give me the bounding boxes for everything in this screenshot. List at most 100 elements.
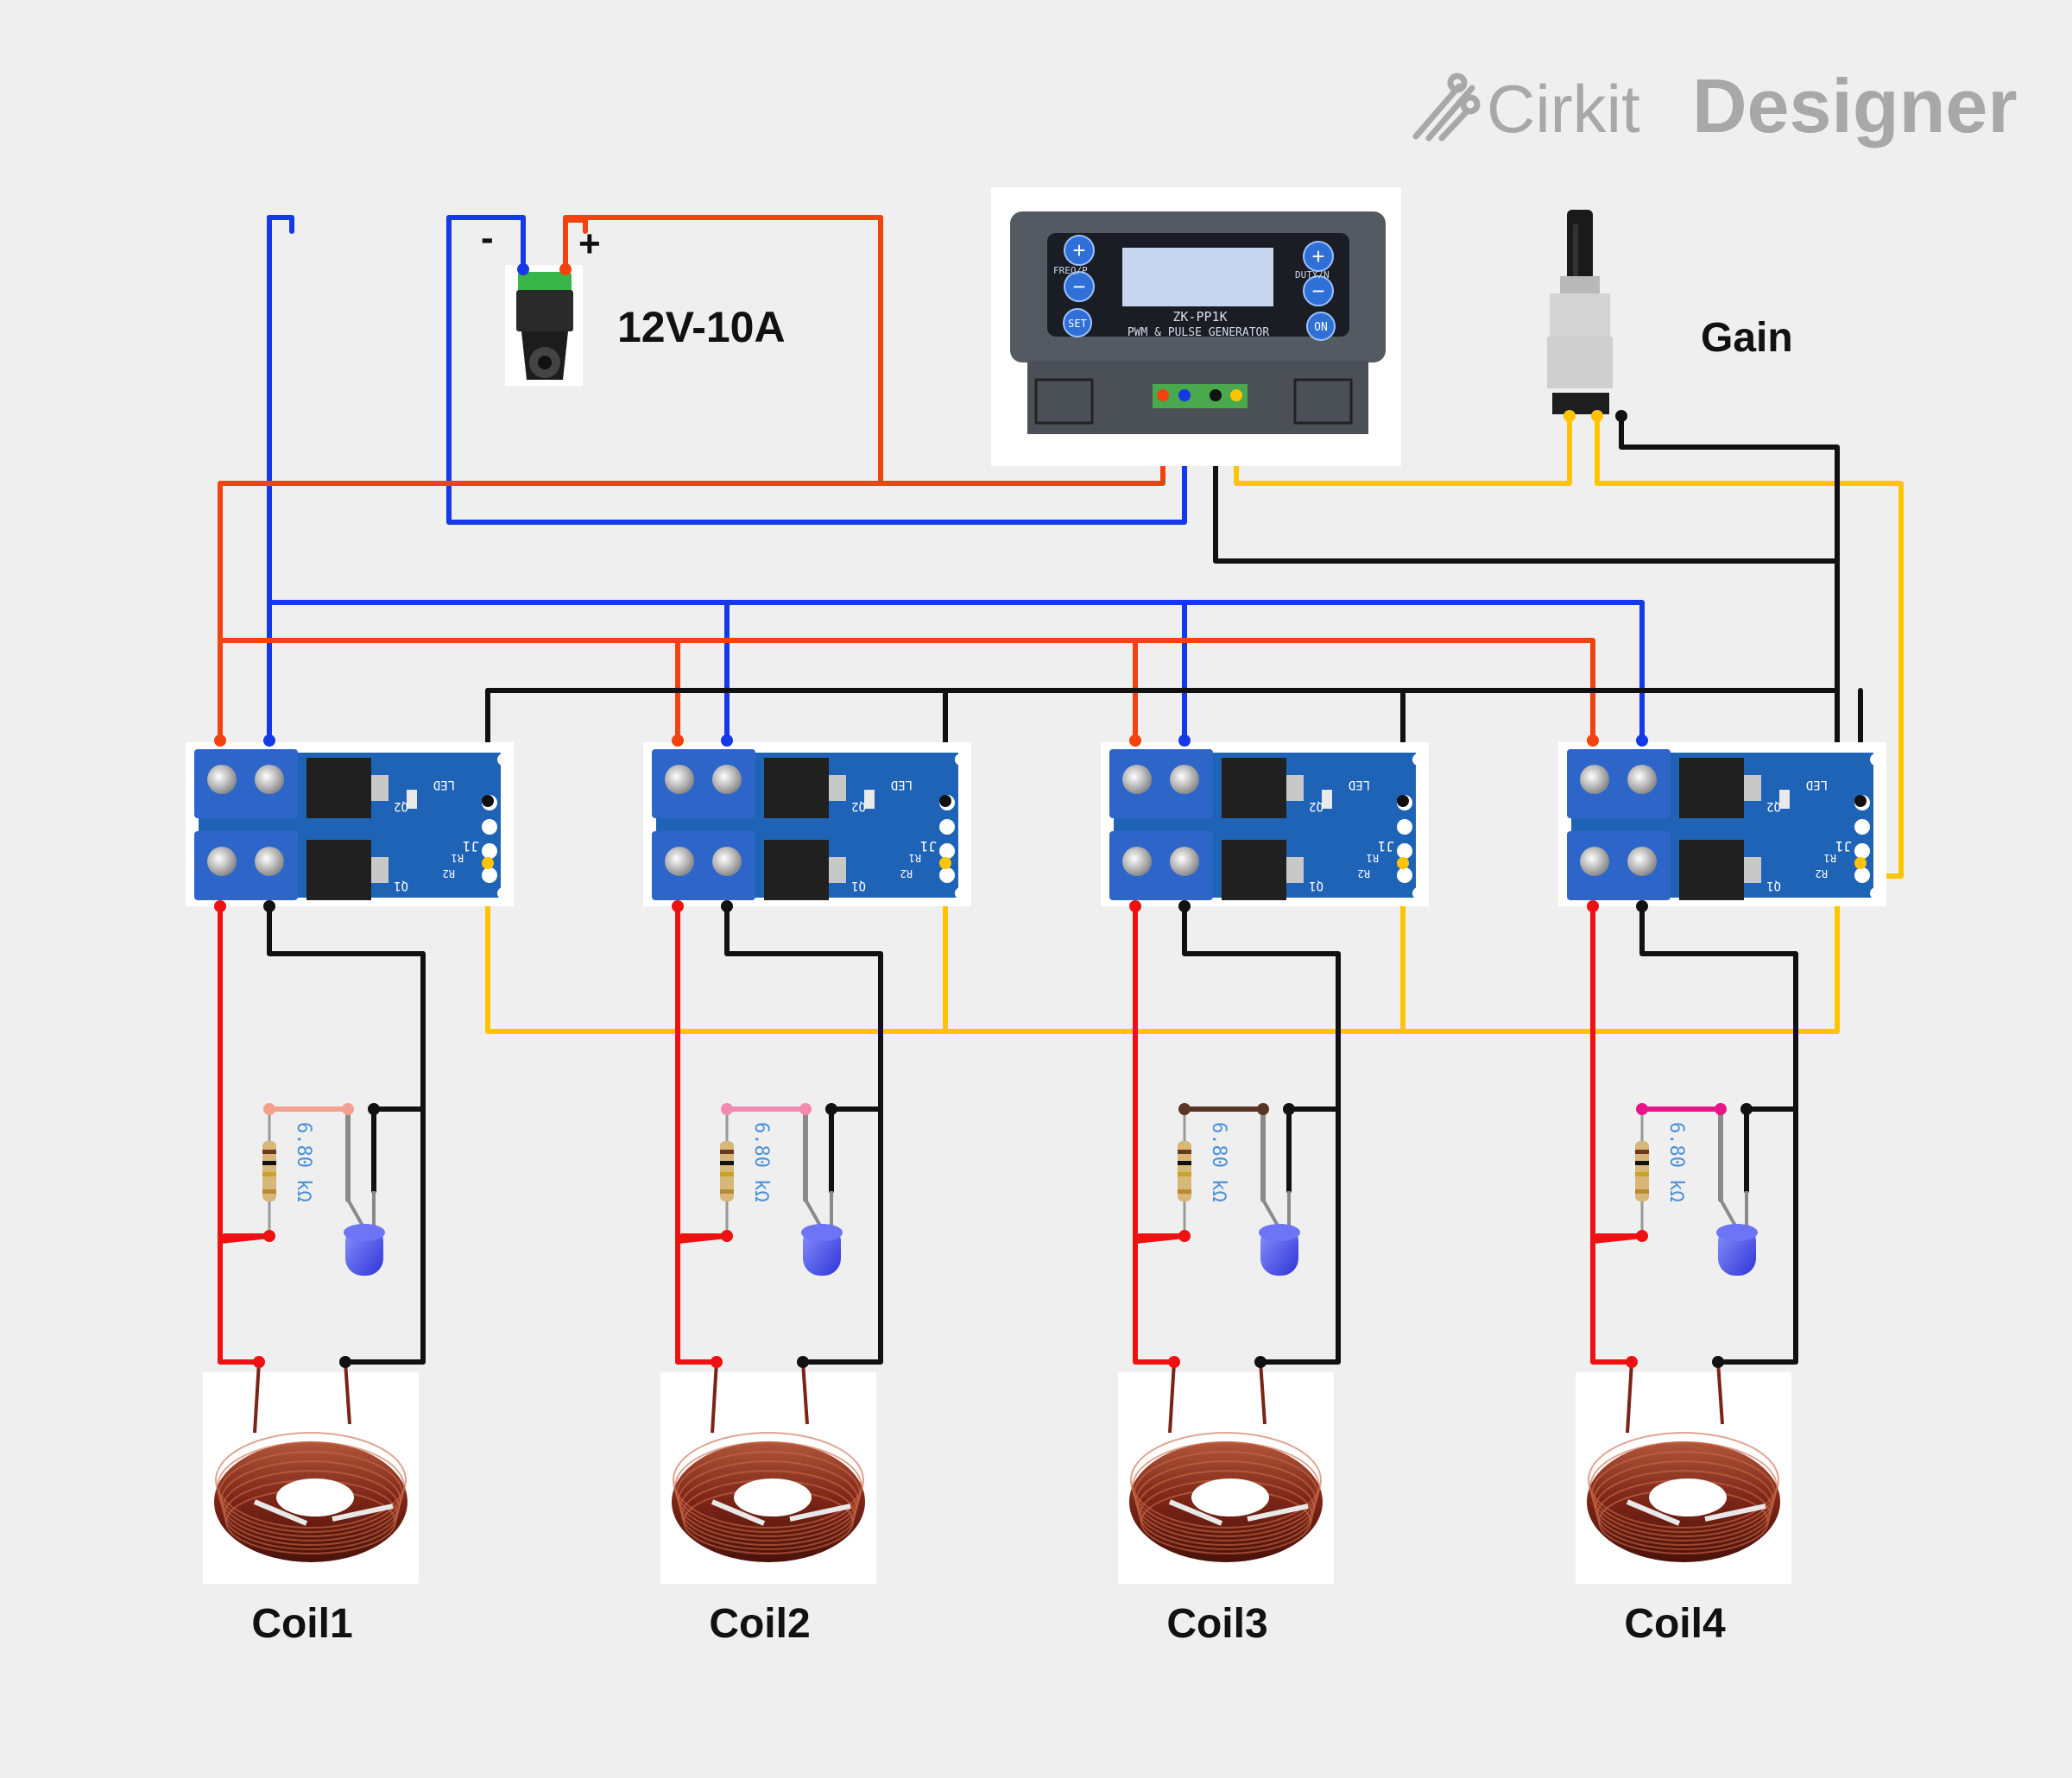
dc-power-jack[interactable]: 12V-10A - + — [481, 217, 786, 386]
led-label: LED — [891, 778, 913, 791]
resistor[interactable]: 6.80 kΩ — [262, 1109, 314, 1236]
mosfet-tab — [1744, 775, 1761, 801]
led-rim — [1716, 1224, 1758, 1241]
header-pin[interactable] — [939, 867, 955, 883]
blue-led[interactable] — [344, 1191, 385, 1276]
screw-icon — [255, 765, 284, 794]
header-pin[interactable] — [939, 843, 955, 859]
screw-icon — [712, 847, 742, 876]
resistor-feed-wire — [218, 1233, 272, 1254]
blue-led[interactable] — [801, 1191, 843, 1276]
coil-turn — [676, 1451, 861, 1537]
connection-point — [1178, 735, 1191, 747]
coil-tie — [253, 1499, 308, 1526]
led-smd — [1779, 790, 1790, 809]
power-supply-label: 12V-10A — [617, 303, 786, 351]
cirkit-designer-logo: Cirkit Designer — [1412, 63, 2018, 148]
on-button[interactable]: ON — [1306, 312, 1336, 341]
mosfet-chip — [764, 840, 829, 900]
mount-hole — [955, 887, 967, 899]
connection-point — [1615, 410, 1627, 422]
coil-label: Coil4 — [1624, 1601, 1726, 1647]
set-button[interactable]: SET — [1063, 308, 1092, 337]
coil-tie — [1626, 1499, 1681, 1526]
resistor-value-label: 6.80 kΩ — [1208, 1122, 1229, 1202]
positive-bus — [1133, 638, 1595, 743]
header-pin[interactable] — [1397, 843, 1412, 859]
mosfet-chip — [1222, 840, 1286, 900]
r3-label: R3 — [1831, 895, 1843, 907]
duty-label: DUTY/N — [1295, 269, 1330, 281]
led-rim — [801, 1224, 843, 1241]
coil-turn — [1132, 1441, 1320, 1533]
connection-point — [1636, 1230, 1648, 1242]
j1-label: J1 — [1378, 838, 1394, 854]
resistor[interactable]: 6.80 kΩ — [1178, 1109, 1229, 1236]
j1-label: J1 — [463, 838, 479, 854]
header-pin[interactable] — [939, 819, 955, 835]
coil-feed-wire — [218, 904, 262, 1365]
q1-label: Q1 — [1766, 879, 1781, 892]
coil-feed-wire — [675, 904, 719, 1365]
connection-point — [559, 263, 572, 275]
freq-minus-button[interactable]: − — [1064, 271, 1095, 302]
coil-lead — [801, 1361, 809, 1425]
header-pin[interactable] — [1854, 867, 1870, 883]
mosfet-tab — [829, 857, 846, 883]
r3-label: R3 — [1374, 895, 1386, 907]
negative-bus — [1182, 600, 1645, 743]
resistor-band — [1635, 1161, 1649, 1165]
header-pin[interactable] — [1397, 819, 1412, 835]
blue-led[interactable] — [1259, 1191, 1300, 1276]
coil-turn — [215, 1432, 407, 1529]
signal-bus — [485, 861, 1840, 1034]
duty-plus-button[interactable]: + — [1303, 241, 1334, 272]
freq-label: FREQ/P — [1053, 265, 1088, 276]
gain-potentiometer[interactable]: Gain — [1547, 210, 1793, 414]
connection-point — [1587, 900, 1599, 912]
connection-point — [672, 735, 684, 747]
resistor-band — [720, 1189, 734, 1194]
coil-turn — [1595, 1470, 1772, 1546]
resistor[interactable]: 6.80 kΩ — [720, 1109, 772, 1236]
header-pin[interactable] — [482, 843, 497, 859]
header-pin[interactable] — [482, 867, 497, 883]
header-pin[interactable] — [1854, 819, 1870, 835]
screw-icon — [1170, 765, 1199, 794]
screw-icon — [1122, 765, 1152, 794]
header-pin[interactable] — [1854, 843, 1870, 859]
duty-minus-button[interactable]: − — [1303, 275, 1334, 306]
pwm-pulse-generator[interactable]: + − SET + − ON FREQ/P DUTY/N ZK-PP1K PWM… — [991, 187, 1401, 466]
header-pin[interactable] — [482, 819, 497, 835]
resistor[interactable]: 6.80 kΩ — [1635, 1109, 1687, 1236]
coil-turn — [673, 1432, 864, 1529]
mosfet-chip — [306, 758, 371, 818]
connection-point — [368, 1103, 380, 1115]
coil-feed-wire — [1590, 904, 1634, 1365]
freq-plus-button[interactable]: + — [1064, 235, 1095, 266]
coil[interactable]: Coil3 — [1118, 1361, 1334, 1647]
connection-point — [1178, 389, 1191, 401]
resistor-value-label: 6.80 kΩ — [293, 1122, 314, 1202]
coil[interactable]: Coil1 — [203, 1361, 419, 1647]
header-pin[interactable] — [1397, 867, 1412, 883]
j1-label: J1 — [920, 838, 937, 854]
connection-point — [1854, 857, 1867, 869]
connection-point — [263, 1103, 275, 1115]
svg-text:−: − — [1072, 274, 1085, 299]
connection-point — [1397, 795, 1409, 807]
connection-point — [1230, 389, 1242, 401]
mount-hole — [1412, 887, 1424, 899]
brand-name-bold: Designer — [1692, 63, 2018, 148]
blue-led[interactable] — [1716, 1191, 1758, 1276]
r2-label: R2 — [443, 867, 455, 880]
mount-hole — [1412, 753, 1424, 766]
coil[interactable]: Coil4 — [1576, 1361, 1791, 1647]
coil[interactable]: Coil2 — [660, 1361, 876, 1647]
